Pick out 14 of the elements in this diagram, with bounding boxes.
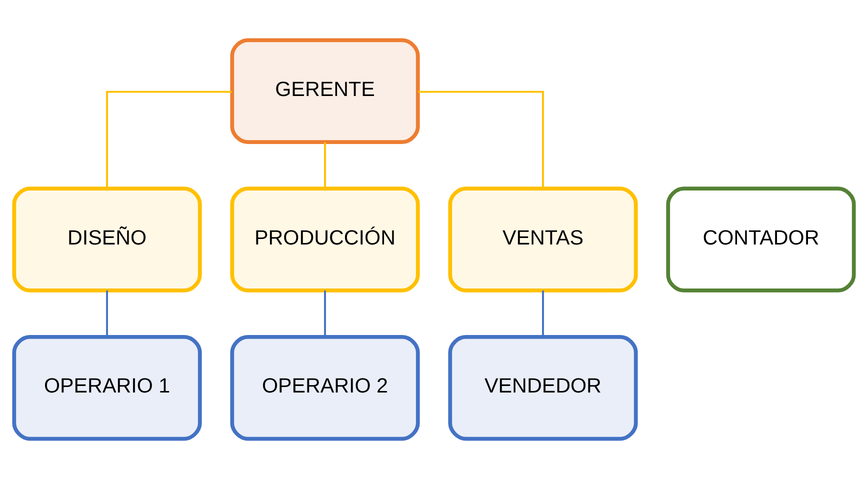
node-box: DISEÑO: [12, 186, 202, 292]
node-box: VENTAS: [448, 186, 638, 292]
node-box: CONTADOR: [666, 186, 856, 292]
connector: [106, 290, 108, 337]
node-box: PRODUCCIÓN: [230, 186, 420, 292]
node-box: OPERARIO 2: [230, 334, 420, 441]
connector: [324, 142, 326, 188]
node-box: GERENTE: [230, 38, 420, 144]
connector: [542, 290, 544, 337]
connector: [106, 90, 232, 188]
node-box: OPERARIO 1: [12, 334, 202, 441]
node-box: VENDEDOR: [448, 334, 638, 441]
connector: [418, 90, 544, 188]
connector: [324, 290, 326, 337]
